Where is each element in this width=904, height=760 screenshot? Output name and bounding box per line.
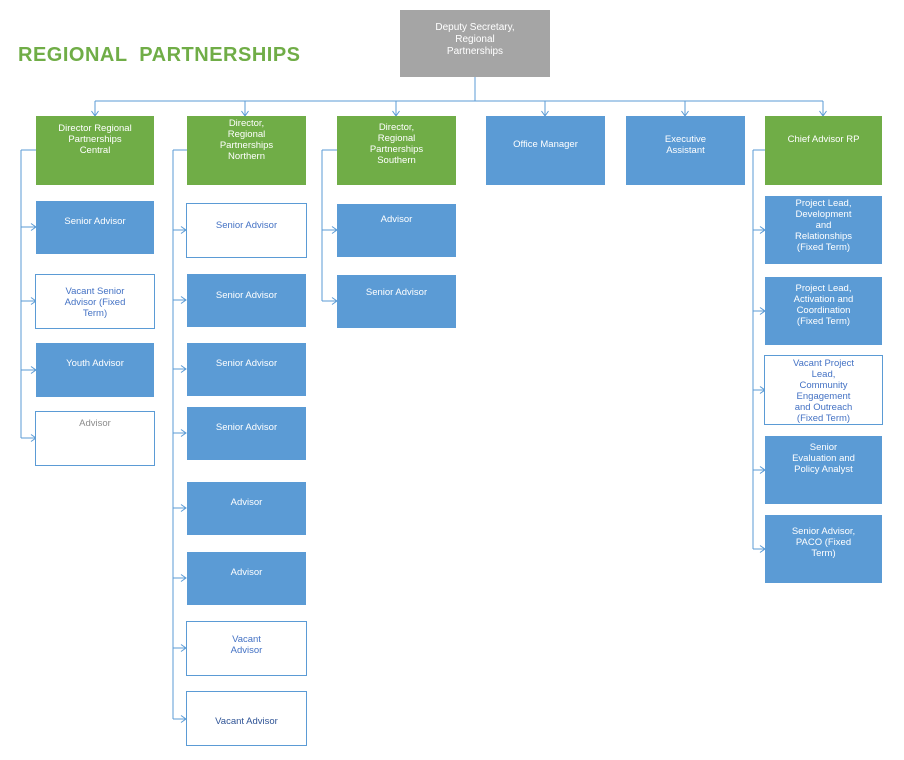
northern-staff-label: Senior Advisor <box>215 422 278 433</box>
chief-advisor-node[interactable]: Chief Advisor RP <box>765 116 882 185</box>
director-southern-label: Director, Regional Partnerships Southern <box>369 122 424 166</box>
arrowhead-icon <box>180 365 187 373</box>
arrowhead-icon <box>180 429 187 437</box>
northern-staff-node[interactable]: Vacant Advisor <box>186 691 307 746</box>
northern-staff-node[interactable]: Advisor <box>187 482 306 535</box>
northern-staff-label: Advisor <box>230 567 263 578</box>
director-northern-node[interactable]: Director, Regional Partnerships Northern <box>187 116 306 185</box>
northern-staff-node[interactable]: Senior Advisor <box>187 274 306 327</box>
director-central-node[interactable]: Director Regional Partnerships Central <box>36 116 154 185</box>
southern-staff-label: Senior Advisor <box>365 287 428 298</box>
director-southern-node[interactable]: Director, Regional Partnerships Southern <box>337 116 456 185</box>
southern-staff-label: Advisor <box>380 214 413 225</box>
chief-staff-label: Senior Advisor, PACO (Fixed Term) <box>791 526 856 559</box>
root-node-label: Deputy Secretary, Regional Partnerships <box>435 22 515 57</box>
chief-staff-node[interactable]: Vacant Project Lead, Community Engagemen… <box>764 355 883 425</box>
chief-staff-node[interactable]: Senior Evaluation and Policy Analyst <box>765 436 882 504</box>
office-manager-node[interactable]: Office Manager <box>486 116 605 185</box>
arrowhead-icon <box>180 574 187 582</box>
northern-staff-label: Senior Advisor <box>215 358 278 369</box>
arrowhead-icon <box>180 504 187 512</box>
central-staff-node[interactable]: Youth Advisor <box>36 343 154 397</box>
chief-staff-label: Project Lead, Activation and Coordinatio… <box>793 283 854 327</box>
southern-staff-node[interactable]: Senior Advisor <box>337 275 456 328</box>
chief-staff-label: Senior Evaluation and Policy Analyst <box>792 442 855 475</box>
southern-staff-node[interactable]: Advisor <box>337 204 456 257</box>
root-node-deputy-secretary[interactable]: Deputy Secretary, Regional Partnerships <box>400 10 550 77</box>
chief-staff-node[interactable]: Project Lead, Development and Relationsh… <box>765 196 882 264</box>
chief-staff-label: Vacant Project Lead, Community Engagemen… <box>792 358 855 424</box>
northern-staff-node[interactable]: Senior Advisor <box>187 407 306 460</box>
executive-assistant-node[interactable]: Executive Assistant <box>626 116 745 185</box>
chief-staff-node[interactable]: Project Lead, Activation and Coordinatio… <box>765 277 882 345</box>
northern-staff-label: Vacant Advisor <box>215 716 278 727</box>
central-staff-label: Vacant Senior Advisor (Fixed Term) <box>64 286 126 319</box>
northern-staff-node[interactable]: Vacant Advisor <box>186 621 307 676</box>
arrowhead-icon <box>180 296 187 304</box>
central-staff-label: Senior Advisor <box>64 216 126 227</box>
director-central-label: Director Regional Partnerships Central <box>58 123 132 156</box>
northern-staff-node[interactable]: Senior Advisor <box>187 343 306 396</box>
northern-staff-label: Vacant Advisor <box>230 634 263 656</box>
northern-staff-label: Senior Advisor <box>215 220 278 231</box>
central-staff-label: Youth Advisor <box>66 358 124 369</box>
central-staff-label: Advisor <box>79 418 111 429</box>
office-manager-label: Office Manager <box>513 139 578 150</box>
northern-staff-label: Senior Advisor <box>215 290 278 301</box>
northern-staff-node[interactable]: Senior Advisor <box>186 203 307 258</box>
northern-staff-node[interactable]: Advisor <box>187 552 306 605</box>
central-staff-node[interactable]: Vacant Senior Advisor (Fixed Term) <box>35 274 155 329</box>
central-staff-node[interactable]: Advisor <box>35 411 155 466</box>
central-staff-node[interactable]: Senior Advisor <box>36 201 154 254</box>
page-title: REGIONAL PARTNERSHIPS <box>18 44 301 66</box>
chief-staff-node[interactable]: Senior Advisor, PACO (Fixed Term) <box>765 515 882 583</box>
executive-assistant-label: Executive Assistant <box>664 134 707 156</box>
chief-staff-label: Project Lead, Development and Relationsh… <box>794 198 853 253</box>
northern-staff-label: Advisor <box>230 497 263 508</box>
chief-advisor-label: Chief Advisor RP <box>787 134 860 145</box>
director-northern-label: Director, Regional Partnerships Northern <box>219 118 274 162</box>
